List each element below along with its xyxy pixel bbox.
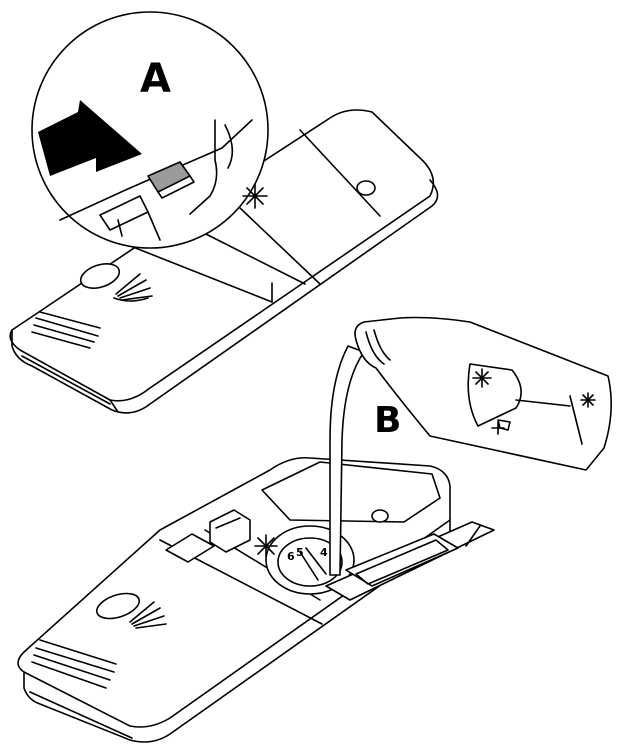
rinse-hole-bottom [371,509,389,523]
bottle-body [354,316,612,471]
step-b-label: B [374,400,401,441]
step-b-dispenser: 6 5 4 [17,456,495,743]
rinse-aid-bottle [354,316,612,471]
detergent-fan-icon [129,601,167,629]
dial-mark-2: 5 [296,546,304,559]
rinse-aid-lid-open [325,521,495,601]
wine-glass-icon [467,363,583,445]
dispenser-body-bottom [17,456,451,728]
push-arrow [38,100,142,176]
latch-mechanism [209,509,251,553]
detergent-slot [165,533,215,563]
sparkle-star-icon [580,392,596,408]
step-a-magnifier: A [31,11,269,249]
dial-mark-1: 6 [287,550,295,563]
dial-mark-3: 4 [320,546,328,559]
lid-button-oval-bottom [96,592,140,620]
sparkle-star-icon [472,368,492,388]
sparkle-star-icon [254,534,278,558]
rinse-aid-cap-hole [356,180,376,196]
lid-button-oval-top [79,263,121,289]
pour-stream [329,345,365,576]
sparkle-star-icon [491,421,505,435]
dispenser-body-top [9,109,435,402]
grip-ribs-top [31,311,101,349]
step-a-label: A [140,56,171,102]
grip-ribs-bottom [31,639,117,689]
upper-housing [261,461,441,523]
detergent-fan-icon [113,273,153,302]
sparkle-star-icon [242,183,268,209]
